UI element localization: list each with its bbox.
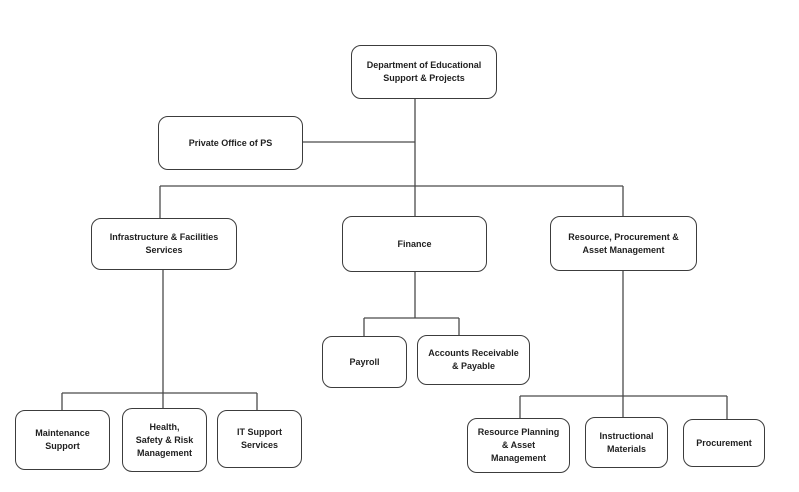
node-payroll: Payroll: [322, 336, 407, 388]
node-private-office-label: Private Office of PS: [188, 137, 273, 148]
node-instructional-materials: Instructional Materials: [585, 417, 668, 468]
node-health-safety-risk: Health, Safety & Risk Management: [122, 408, 207, 472]
node-resource-planning-label: Resource Planning & Asset Management: [477, 427, 560, 463]
node-health-safety-risk-label: Health, Safety & Risk Management: [135, 421, 194, 458]
node-accounts-label: Accounts Receivable & Payable: [428, 348, 519, 371]
node-finance: Finance: [342, 216, 487, 272]
node-resource-planning: Resource Planning & Asset Management: [467, 418, 570, 473]
node-resource-management-label: Resource, Procurement & Asset Management: [568, 231, 679, 255]
node-private-office: Private Office of PS: [158, 116, 303, 170]
node-infrastructure: Infrastructure & Facilities Services: [91, 218, 237, 270]
node-procurement-label: Procurement: [696, 437, 752, 448]
node-maintenance-label: Maintenance Support: [35, 428, 90, 451]
node-accounts: Accounts Receivable & Payable: [417, 335, 530, 385]
node-infrastructure-label: Infrastructure & Facilities Services: [109, 232, 219, 255]
node-maintenance: Maintenance Support: [15, 410, 110, 470]
node-payroll-label: Payroll: [349, 356, 380, 367]
node-resource-management: Resource, Procurement & Asset Management: [550, 216, 697, 271]
node-procurement: Procurement: [683, 419, 765, 467]
node-instructional-materials-label: Instructional Materials: [599, 430, 654, 454]
node-finance-label: Finance: [397, 238, 432, 249]
node-it-support: IT Support Services: [217, 410, 302, 468]
node-department-label: Department of Educational Support & Proj…: [366, 60, 482, 83]
node-it-support-label: IT Support Services: [237, 427, 282, 450]
node-department: Department of Educational Support & Proj…: [351, 45, 497, 99]
